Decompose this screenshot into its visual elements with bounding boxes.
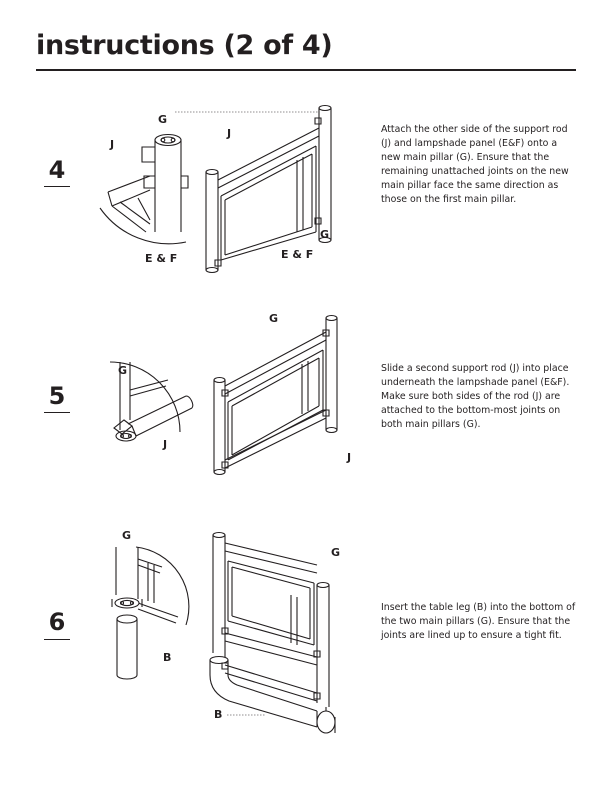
step-number-underline bbox=[44, 186, 70, 187]
label-panel: E & F bbox=[145, 252, 178, 265]
step-number: 6 bbox=[48, 608, 66, 636]
step-number-underline bbox=[44, 639, 70, 640]
label-support-rod: J bbox=[110, 138, 115, 151]
label-table-leg: B bbox=[163, 651, 172, 664]
label-support-rod: J bbox=[227, 127, 232, 140]
label-support-rod: J bbox=[347, 451, 352, 464]
step-number: 4 bbox=[48, 156, 66, 184]
step-number-underline bbox=[44, 412, 70, 413]
label-panel: E & F bbox=[281, 248, 314, 261]
label-pillar: G bbox=[158, 113, 168, 126]
main-illustration bbox=[205, 100, 335, 280]
main-illustration bbox=[205, 525, 345, 750]
label-pillar: G bbox=[118, 364, 128, 377]
label-table-leg: B bbox=[214, 708, 223, 721]
title-divider bbox=[36, 69, 576, 71]
main-illustration bbox=[212, 310, 344, 480]
label-pillar: G bbox=[331, 546, 341, 559]
page-title: instructions (2 of 4) bbox=[36, 30, 333, 61]
label-pillar: G bbox=[320, 228, 330, 241]
label-pillar: G bbox=[269, 312, 279, 325]
detail-illustration bbox=[108, 360, 198, 450]
label-support-rod: J bbox=[163, 438, 168, 451]
detail-illustration bbox=[98, 120, 193, 245]
step-instructions: Insert the table leg (B) into the bottom… bbox=[381, 602, 576, 641]
step-instructions: Slide a second support rod (J) into plac… bbox=[381, 363, 570, 430]
detail-illustration bbox=[104, 545, 194, 680]
step-number: 5 bbox=[48, 382, 66, 410]
step-instructions: Attach the other side of the support rod… bbox=[381, 124, 569, 205]
label-pillar: G bbox=[122, 529, 132, 542]
